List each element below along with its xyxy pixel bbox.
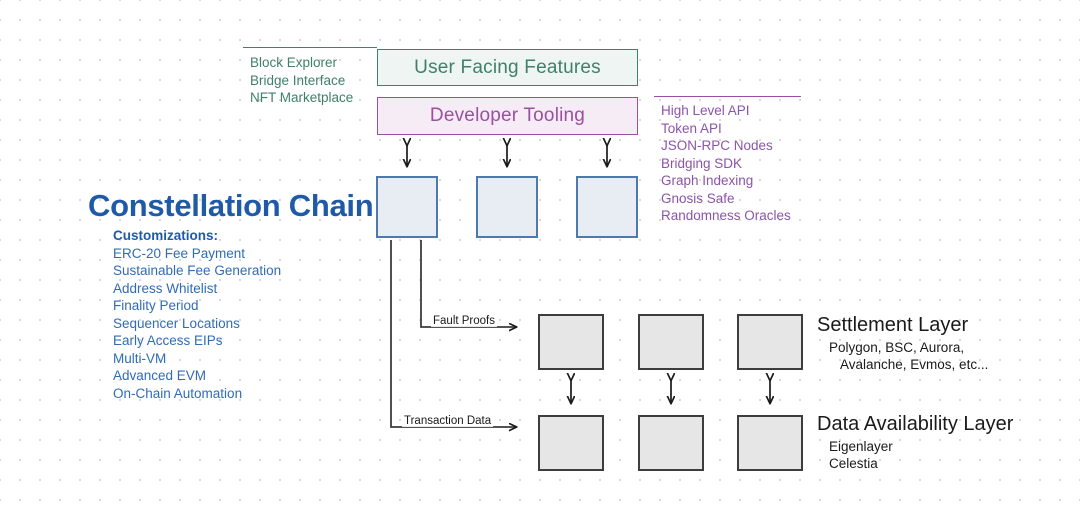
list-item: Sustainable Fee Generation [113,263,282,278]
list-item: Early Access EIPs [113,333,223,348]
banner-user-facing-features-label: User Facing Features [414,56,601,78]
list-item: Finality Period [113,298,199,313]
list-item: Multi-VM [113,350,167,366]
list-item: JSON-RPC Nodes [661,138,773,153]
user-facing-connector-rule [243,47,377,48]
list-item: Bridge Interface [250,72,346,88]
data-availability-node-box[interactable] [737,415,803,471]
settlement-node-box[interactable] [737,314,803,370]
list-item: High Level API [661,103,750,118]
chain-node-box[interactable] [576,176,638,238]
list-item: Gnosis Safe [661,190,735,206]
chain-node-box[interactable] [476,176,538,238]
data-availability-layer-detail-line-1: Eigenlayer [829,439,893,454]
chain-node-box[interactable] [376,176,438,238]
settlement-layer-detail-line-1: Polygon, BSC, Aurora, [829,340,965,355]
list-item: Advanced EVM [113,368,207,383]
list-item: Randomness Oracles [661,208,791,223]
list-item: Bridging SDK [661,155,743,171]
banner-developer-tooling-label: Developer Tooling [429,105,586,126]
edge-label-transaction-data: Transaction Data [402,415,494,427]
list-item: Sequencer Locations [113,315,240,331]
settlement-node-box[interactable] [538,314,604,370]
list-item: Graph Indexing [661,173,754,188]
settlement-node-box[interactable] [638,314,704,370]
banner-developer-tooling[interactable]: Developer Tooling [377,97,638,135]
settlement-layer-title: Settlement Layer [817,314,969,336]
data-availability-layer-group: Data Availability Layer Eigenlayer Celes… [817,413,1013,472]
data-availability-layer-detail-line-2: Celestia [829,456,878,471]
customizations-heading: Customizations: [113,228,219,243]
list-item: On-Chain Automation [113,385,243,401]
banner-user-facing-features[interactable]: User Facing Features [377,49,638,86]
settlement-layer-detail-line-2: Avalanche, Evmos, etc... [840,357,989,372]
list-item: Address Whitelist [113,280,218,296]
data-availability-layer-title: Data Availability Layer [817,413,1014,435]
edge-label-fault-proofs: Fault Proofs [431,315,497,327]
customizations-list: Customizations: ERC-20 Fee Payment Susta… [113,227,281,402]
page-title: Constellation Chain [88,188,374,223]
developer-tooling-items-list: High Level API Token API JSON-RPC Nodes … [661,102,791,225]
user-facing-items-list: Block Explorer Bridge Interface NFT Mark… [250,54,353,107]
data-availability-node-box[interactable] [638,415,704,471]
list-item: ERC-20 Fee Payment [113,245,246,261]
settlement-layer-group: Settlement Layer Polygon, BSC, Aurora, A… [817,314,988,373]
developer-tooling-connector-rule [654,96,801,97]
list-item: Block Explorer [250,55,338,70]
list-item: NFT Marketplace [250,90,354,105]
list-item: Token API [661,120,722,136]
data-availability-node-box[interactable] [538,415,604,471]
